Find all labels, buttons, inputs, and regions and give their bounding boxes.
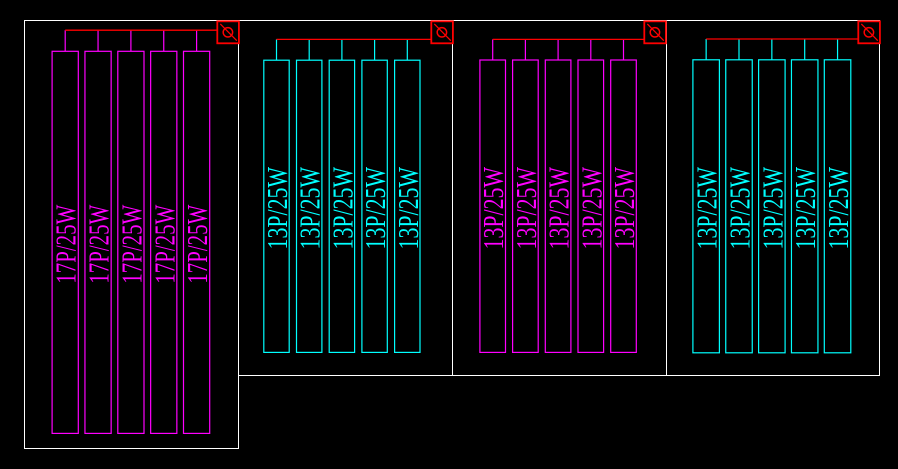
svg-text:13P/25W: 13P/25W — [295, 166, 327, 249]
svg-text:13P/25W: 13P/25W — [576, 166, 608, 249]
svg-text:13P/25W: 13P/25W — [478, 166, 510, 249]
svg-text:13P/25W: 13P/25W — [511, 166, 543, 249]
svg-text:17P/25W: 17P/25W — [84, 204, 116, 283]
svg-text:13P/25W: 13P/25W — [544, 166, 576, 249]
svg-text:13P/25W: 13P/25W — [790, 166, 822, 249]
svg-text:13P/25W: 13P/25W — [757, 166, 789, 249]
svg-text:17P/25W: 17P/25W — [116, 204, 148, 283]
svg-text:13P/25W: 13P/25W — [262, 166, 294, 249]
svg-text:13P/25W: 13P/25W — [725, 166, 757, 249]
svg-text:17P/25W: 17P/25W — [51, 204, 83, 283]
svg-text:13P/25W: 13P/25W — [393, 166, 425, 249]
svg-text:13P/25W: 13P/25W — [692, 166, 724, 249]
svg-text:13P/25W: 13P/25W — [609, 166, 641, 249]
svg-text:17P/25W: 17P/25W — [149, 204, 181, 283]
svg-text:13P/25W: 13P/25W — [823, 166, 855, 249]
svg-text:13P/25W: 13P/25W — [327, 166, 359, 249]
svg-text:13P/25W: 13P/25W — [360, 166, 392, 249]
svg-text:17P/25W: 17P/25W — [182, 204, 214, 283]
